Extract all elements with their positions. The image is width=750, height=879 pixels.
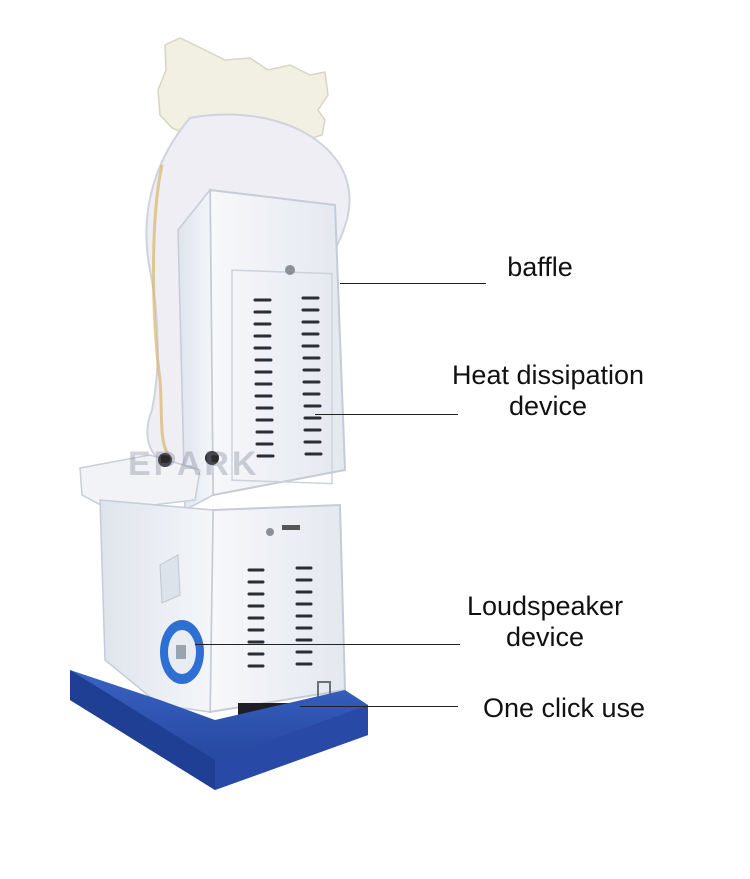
label-baffle: baffle — [507, 252, 573, 282]
vent-slots-upper — [253, 296, 323, 458]
baffle-leader-line — [340, 283, 486, 284]
vent-slots-lower — [247, 566, 313, 668]
heat-leader-line — [315, 414, 458, 415]
lower-cabinet — [208, 503, 347, 714]
oneclick-leader-line — [300, 706, 458, 707]
label-loudspeaker: Loudspeaker device — [466, 591, 624, 652]
watermark: EPARK — [128, 445, 260, 483]
baffle-panel — [157, 37, 329, 141]
speaker-leader-line — [195, 644, 460, 645]
label-one-click-use: One click use — [482, 693, 646, 723]
label-heat-dissipation: Heat dissipation device — [451, 360, 645, 421]
